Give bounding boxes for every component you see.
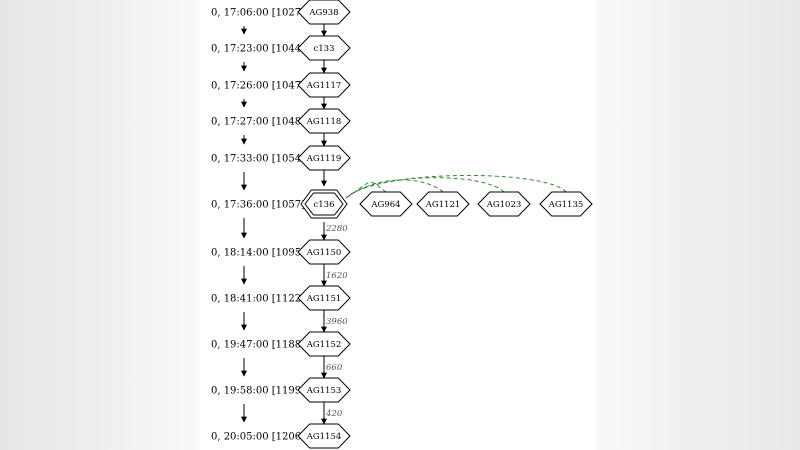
timeline-label: 0, 17:36:00 [1057] bbox=[211, 200, 305, 211]
graph-node[interactable] bbox=[297, 377, 351, 403]
graph-node[interactable] bbox=[297, 108, 351, 134]
timeline-label: 0, 20:05:00 [1206] bbox=[211, 432, 305, 443]
graph-svg: 0, 17:06:00 [1027] 0, 17:23:00 [1044] 0, 1… bbox=[211, 0, 593, 449]
selected-node-inner bbox=[304, 192, 344, 216]
node-label: AG938 bbox=[308, 8, 338, 18]
graph-node[interactable] bbox=[297, 0, 351, 25]
side-node-label: AG964 bbox=[370, 200, 400, 210]
node-label: AG1153 bbox=[306, 386, 342, 396]
node-label: c133 bbox=[314, 44, 335, 54]
node-label: c136 bbox=[314, 200, 335, 210]
graph-canvas: 0, 17:06:00 [1027] 0, 17:23:00 [1044] 0, 1… bbox=[200, 0, 595, 450]
timeline-label: 0, 18:14:00 [1095] bbox=[211, 248, 305, 259]
edge-weight-label: 1620 bbox=[326, 271, 348, 281]
edge-weight-label: 2280 bbox=[325, 224, 348, 234]
graph-node[interactable] bbox=[297, 423, 351, 449]
node-label: AG1119 bbox=[306, 154, 342, 164]
side-graph-node[interactable] bbox=[416, 191, 470, 217]
graph-node[interactable] bbox=[297, 72, 351, 98]
timeline-label: 0, 19:47:00 [1188] bbox=[211, 340, 305, 351]
side-node-label: AG1135 bbox=[548, 200, 584, 210]
edge-weight-label: 3960 bbox=[326, 317, 348, 327]
edge-weight-label: 420 bbox=[325, 409, 343, 419]
side-graph-node[interactable] bbox=[539, 191, 593, 217]
graph-node[interactable] bbox=[297, 331, 351, 357]
selected-node-outer[interactable] bbox=[300, 189, 348, 219]
timeline-label: 0, 17:23:00 [1044] bbox=[211, 44, 305, 55]
side-node-label: AG1023 bbox=[486, 200, 522, 210]
graph-node[interactable] bbox=[297, 35, 351, 61]
background-right bbox=[595, 0, 800, 450]
timeline-label: 0, 17:33:00 [1054] bbox=[211, 154, 305, 165]
graph-node[interactable] bbox=[297, 285, 351, 311]
edge-weight-label: 660 bbox=[326, 363, 343, 373]
side-graph-node[interactable] bbox=[477, 191, 531, 217]
node-label: AG1150 bbox=[306, 248, 342, 258]
timeline-label: 0, 17:06:00 [1027] bbox=[211, 8, 305, 19]
graph-node[interactable] bbox=[297, 145, 351, 171]
dashed-edge bbox=[345, 175, 567, 199]
dashed-edge bbox=[345, 179, 444, 199]
side-graph-node[interactable] bbox=[359, 191, 413, 217]
node-label: AG1152 bbox=[306, 340, 342, 350]
timeline-label: 0, 19:58:00 [1199] bbox=[211, 386, 305, 397]
node-label: AG1117 bbox=[306, 81, 342, 91]
graph-node[interactable] bbox=[297, 239, 351, 265]
timeline-label: 0, 17:26:00 [1047] bbox=[211, 81, 305, 92]
node-label: AG1151 bbox=[306, 294, 342, 304]
timeline-label: 0, 17:27:00 [1048] bbox=[211, 117, 305, 128]
timeline-label: 0, 18:41:00 [1122] bbox=[211, 294, 305, 305]
node-label: AG1154 bbox=[306, 432, 342, 442]
background-left bbox=[0, 0, 200, 450]
side-node-label: AG1121 bbox=[425, 200, 461, 210]
node-label: AG1118 bbox=[306, 117, 342, 127]
